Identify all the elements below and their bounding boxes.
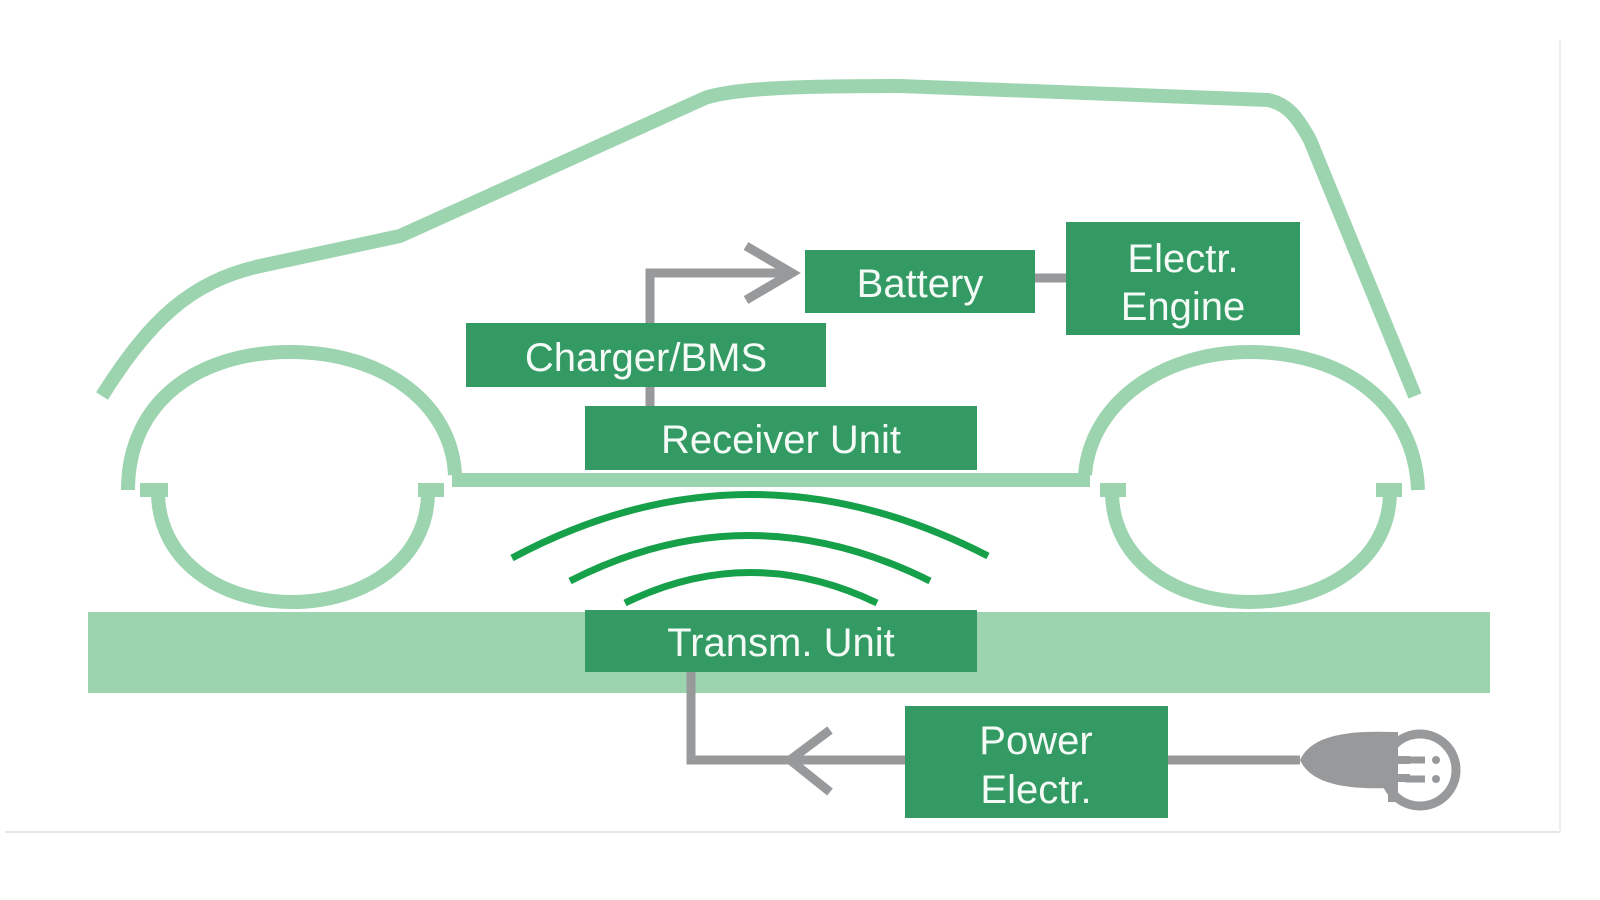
power-plug-icon <box>1300 729 1461 811</box>
connectors <box>645 242 1300 796</box>
right-wheel <box>1105 491 1397 610</box>
power-electronics-box: Power Electr. <box>905 706 1168 818</box>
electric-engine-box: Electr. Engine <box>1066 222 1300 335</box>
car-outline <box>96 78 1425 610</box>
engine-label-line2: Engine <box>1121 285 1246 329</box>
charger-bms-box: Charger/BMS <box>466 323 826 387</box>
transmitter-label: Transm. Unit <box>667 621 894 665</box>
left-wheel <box>151 491 435 610</box>
battery-box: Battery <box>805 250 1035 313</box>
receiver-label: Receiver Unit <box>661 418 901 462</box>
charger-label: Charger/BMS <box>525 336 767 380</box>
receiver-unit-box: Receiver Unit <box>585 406 977 470</box>
wireless-waves-icon <box>510 491 990 607</box>
arrow-to-transmitter-icon <box>782 726 833 796</box>
right-wheel-arch <box>1078 344 1425 491</box>
power-label-line1: Power <box>979 719 1092 763</box>
battery-label: Battery <box>857 262 984 306</box>
transmitter-unit-box: Transm. Unit <box>585 610 977 672</box>
power-label-line2: Electr. <box>980 768 1091 812</box>
left-wheel-arch <box>121 344 462 491</box>
engine-label-line1: Electr. <box>1127 237 1238 281</box>
arrow-to-battery-icon <box>743 242 801 304</box>
